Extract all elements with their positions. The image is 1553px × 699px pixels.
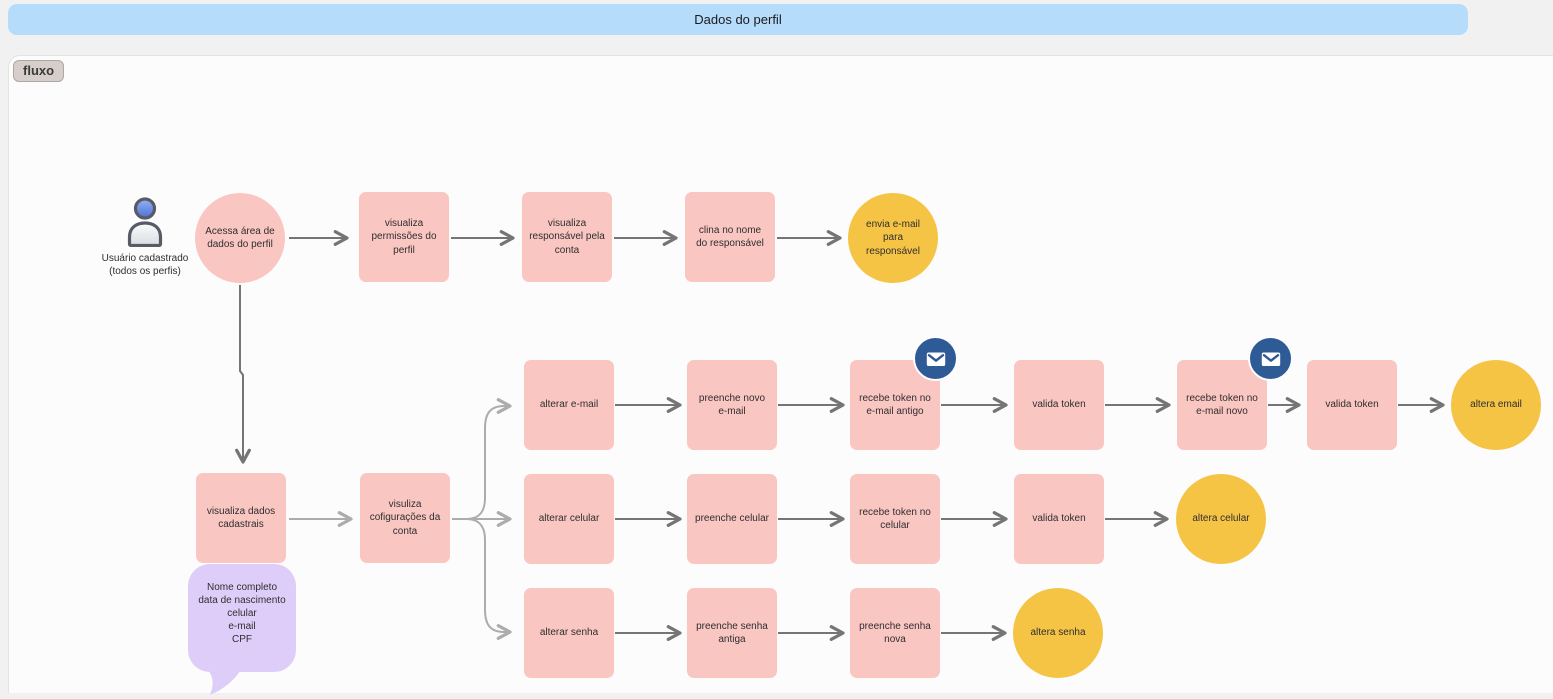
bubble-line: data de nascimento	[198, 595, 286, 606]
actor-label-line1: Usuário cadastrado	[101, 253, 189, 264]
step-alterar-celular[interactable]: alterar celular	[524, 474, 614, 564]
step-recebe-token-email-antigo[interactable]: recebe token no e-mail antigo	[850, 360, 940, 450]
annotation-bubble[interactable]: Nome completo data de nascimento celular…	[188, 564, 296, 695]
step-label: preenche celular	[695, 513, 769, 525]
step-valida-token-1[interactable]: valida token	[1014, 360, 1104, 450]
end-circle-altera-senha[interactable]: altera senha	[1013, 588, 1103, 678]
step-label: Acessa área de dados do perfil	[205, 225, 275, 250]
step-label: preenche novo e-mail	[698, 392, 766, 417]
step-label: alterar celular	[538, 513, 600, 525]
step-label: altera celular	[1192, 513, 1250, 525]
step-visualiza-dados[interactable]: visualiza dados cadastrais	[196, 473, 286, 563]
bubble-line: e-mail	[228, 621, 256, 632]
actor-label-line2: (todos os perfis)	[109, 266, 181, 277]
canvas-tag[interactable]: fluxo	[13, 60, 65, 82]
actor-label: Usuário cadastrado (todos os perfis)	[85, 252, 205, 278]
step-preenche-novo-email[interactable]: preenche novo e-mail	[687, 360, 777, 450]
step-label: valida token	[1032, 399, 1086, 411]
end-circle-envia-email[interactable]: envia e-mail para responsável	[848, 193, 938, 283]
step-preenche-celular[interactable]: preenche celular	[687, 474, 777, 564]
bubble-line: Nome completo	[206, 582, 278, 593]
step-label: preenche senha antiga	[696, 620, 768, 645]
bubble-line: celular	[227, 608, 257, 619]
step-label: visualiza dados cadastrais	[206, 505, 276, 530]
section-title: Dados do perfil	[694, 12, 782, 27]
step-alterar-email[interactable]: alterar e-mail	[524, 360, 614, 450]
step-preenche-senha-nova[interactable]: preenche senha nova	[850, 588, 940, 678]
start-circle[interactable]: Acessa área de dados do perfil	[195, 193, 285, 283]
step-recebe-token-email-novo[interactable]: recebe token no e-mail novo	[1177, 360, 1267, 450]
step-label: visualiza permissões do perfil	[371, 218, 437, 256]
step-clica-nome-responsavel[interactable]: clina no nome do responsável	[685, 192, 775, 282]
step-alterar-senha[interactable]: alterar senha	[524, 588, 614, 678]
step-valida-token-2[interactable]: valida token	[1307, 360, 1397, 450]
step-label: recebe token no e-mail novo	[1186, 392, 1258, 417]
step-preenche-senha-antiga[interactable]: preenche senha antiga	[687, 588, 777, 678]
step-label: recebe token no e-mail antigo	[859, 392, 931, 417]
step-label: envia e-mail para responsável	[866, 219, 920, 257]
step-visualiza-responsavel[interactable]: visualiza responsável pela conta	[522, 192, 612, 282]
step-label: alterar senha	[539, 627, 599, 639]
step-label: visualiza responsável pela conta	[529, 218, 605, 256]
end-circle-altera-celular[interactable]: altera celular	[1176, 474, 1266, 564]
bubble-line: CPF	[232, 634, 252, 645]
step-label: valida token	[1325, 399, 1379, 411]
envelope-icon[interactable]	[913, 336, 958, 381]
end-circle-altera-email[interactable]: altera email	[1451, 360, 1541, 450]
step-label: clina no nome do responsável	[696, 224, 764, 249]
step-label: preenche senha nova	[859, 620, 931, 645]
step-label: altera senha	[1030, 627, 1086, 639]
step-label: recebe token no celular	[859, 506, 931, 531]
step-label: valida token	[1032, 513, 1086, 525]
step-label: altera email	[1470, 399, 1522, 411]
step-configuracoes-conta[interactable]: visuliza cofigurações da conta	[360, 473, 450, 563]
section-header[interactable]: Dados do perfil	[8, 4, 1468, 35]
envelope-icon[interactable]	[1248, 336, 1293, 381]
bubble-tail	[202, 668, 248, 699]
user-icon[interactable]	[121, 195, 169, 248]
step-label: alterar e-mail	[539, 399, 599, 411]
step-recebe-token-celular[interactable]: recebe token no celular	[850, 474, 940, 564]
step-valida-token-celular[interactable]: valida token	[1014, 474, 1104, 564]
step-label: visuliza cofigurações da conta	[369, 499, 441, 537]
step-visualiza-permissoes[interactable]: visualiza permissões do perfil	[359, 192, 449, 282]
